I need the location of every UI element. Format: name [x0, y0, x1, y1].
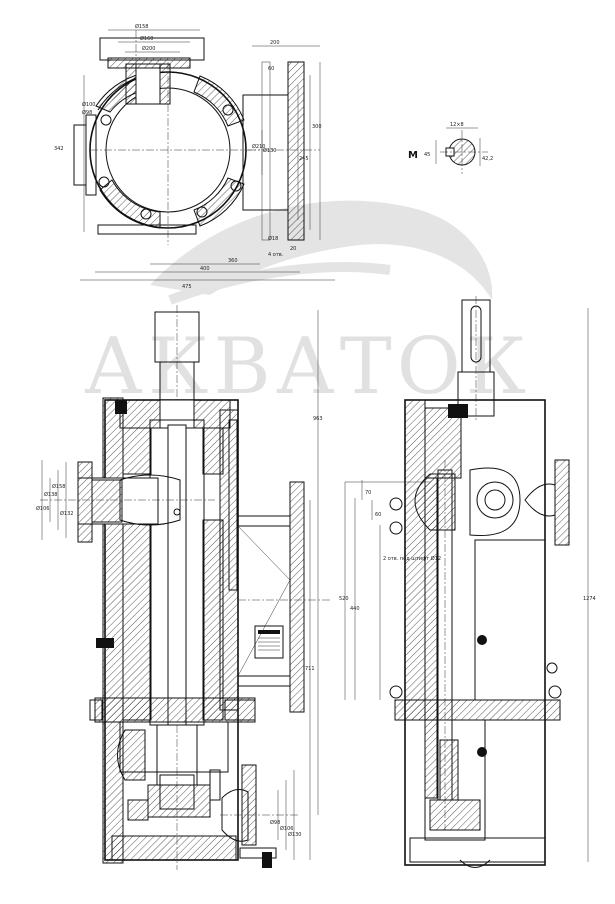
watermark-swoosh: [150, 200, 493, 305]
side-view-dimensions: 1274 520 440 70 60 2 отв. под штифт Ø12: [339, 490, 596, 612]
section-m: М 12×8 42,2 45: [408, 122, 493, 174]
dim-label: Ø158: [135, 23, 148, 30]
dim-label: Ø18: [268, 235, 278, 242]
dim-label: Ø210: [252, 143, 265, 150]
dim-label: 70: [365, 490, 371, 496]
dim-label: 1274: [583, 596, 596, 602]
dim-label: Ø98: [82, 109, 92, 116]
dim-label: Ø160: [140, 35, 153, 42]
dim-label: Ø130: [288, 831, 301, 838]
dim-label: Ø200: [142, 45, 155, 52]
top-view: [73, 29, 335, 281]
watermark-brand-text: АКВАТОК: [83, 322, 532, 412]
dim-label: 475: [182, 284, 192, 290]
dim-label: Ø106: [280, 825, 293, 832]
dim-label: 300: [312, 124, 322, 130]
dim-label: Ø100: [82, 101, 95, 108]
dim-label: 342: [54, 146, 64, 152]
dim-label: 2 отв. под штифт Ø12: [383, 555, 441, 562]
dim-label: Ø158: [52, 483, 65, 490]
dim-label: 963: [313, 416, 323, 422]
dim-label: Ø130: [263, 147, 276, 154]
top-view-dimensions: Ø158 Ø160 Ø200 200 Ø100 Ø98 Ø210 342 300…: [54, 23, 322, 290]
dim-label: 245: [299, 156, 309, 162]
dim-label: 60: [268, 66, 274, 72]
dim-label: 60: [375, 512, 381, 518]
dim-label: 200: [270, 40, 280, 46]
dim-label: 12×8: [450, 122, 464, 128]
dim-label: 711: [305, 666, 315, 672]
dim-label: Ø98: [270, 819, 280, 826]
front-view: [40, 305, 330, 870]
dim-label: 400: [200, 266, 210, 272]
dim-label: 45: [424, 152, 430, 158]
dim-label: Ø132: [60, 510, 73, 517]
dim-label: 440: [350, 606, 360, 612]
dim-label: Ø138: [44, 491, 57, 498]
dim-label: 20: [290, 246, 296, 252]
section-m-label: М: [408, 150, 418, 161]
dim-label: 42,2: [482, 156, 493, 162]
side-view: [344, 296, 589, 868]
dim-label: Ø106: [36, 505, 49, 512]
front-view-dimensions: Ø106 Ø138 Ø158 Ø132 963 711 Ø98 Ø106 Ø13…: [36, 416, 323, 838]
dim-label: 360: [228, 258, 238, 264]
dim-label: 4 отв.: [268, 252, 284, 258]
dim-label: 520: [339, 596, 349, 602]
